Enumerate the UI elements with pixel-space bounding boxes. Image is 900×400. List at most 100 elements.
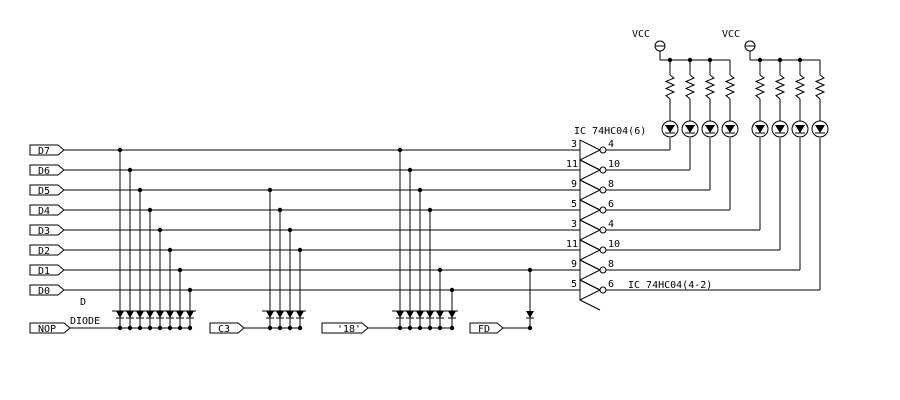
pin-in: 9 — [571, 179, 577, 190]
led-triangle — [795, 125, 805, 133]
bus-port-d5: D5 — [29, 184, 65, 197]
diode-ref-label: D — [80, 297, 86, 308]
inverter-gate — [579, 159, 602, 181]
bus-port-label: D7 — [38, 146, 50, 157]
pin-in: 3 — [571, 139, 577, 150]
diode-symbol — [426, 311, 434, 318]
diode-symbol — [116, 311, 124, 318]
resistor-icon — [774, 74, 786, 100]
resistor-icon — [704, 74, 716, 100]
resistor-icon — [684, 74, 696, 100]
resistor-icon — [724, 74, 736, 100]
bus-port-label: D1 — [38, 266, 50, 277]
inverter-gate — [579, 279, 602, 301]
diode-symbol — [396, 311, 404, 318]
diode-symbol — [176, 311, 184, 318]
diode-symbol — [286, 311, 294, 318]
inverter-gate — [579, 139, 602, 161]
pin-in: 11 — [566, 159, 578, 170]
diode-symbol — [266, 311, 274, 318]
inverter-bubble — [599, 206, 607, 214]
pin-out: 10 — [608, 159, 620, 170]
led-triangle — [815, 125, 825, 133]
inverter-gate — [579, 239, 602, 261]
bus-port-label: D2 — [38, 246, 50, 257]
bus-port-d4: D4 — [29, 204, 65, 217]
bus-port-d7: D7 — [29, 144, 65, 157]
pin-numbers: 3 4 11 10 9 8 5 6 3 4 11 10 9 8 5 6 — [566, 139, 620, 290]
bus-lines — [64, 149, 580, 291]
pin-in: 9 — [571, 259, 577, 270]
led-triangle — [705, 125, 715, 133]
inverter-gate — [579, 179, 602, 201]
bus-port-label: D6 — [38, 166, 50, 177]
bus-port-d6: D6 — [29, 164, 65, 177]
vcc-label: VCC — [632, 29, 650, 40]
control-port-fd: FD — [469, 322, 504, 335]
pin-out: 10 — [608, 239, 620, 250]
junction-dot — [777, 57, 783, 63]
diode-symbol — [126, 311, 134, 318]
pin-out: 4 — [608, 139, 614, 150]
diode-matrix — [70, 147, 534, 331]
control-port-nop: NOP — [29, 322, 71, 335]
led-triangle — [755, 125, 765, 133]
inverter-gate — [579, 199, 602, 221]
bus-port-d1: D1 — [29, 264, 65, 277]
pin-in: 5 — [571, 199, 577, 210]
bus-port-d3: D3 — [29, 224, 65, 237]
control-ports: NOP C3 '18' FD — [29, 322, 504, 335]
resistor-icon — [754, 74, 766, 100]
bus-port-label: D5 — [38, 186, 50, 197]
control-port-c3: C3 — [209, 322, 245, 335]
pin-out: 4 — [608, 219, 614, 230]
bus-port-label: D3 — [38, 226, 50, 237]
inverter-bubble — [599, 186, 607, 194]
diode-name-label: DIODE — [70, 316, 100, 327]
inverter-bubble — [599, 246, 607, 254]
diode-symbol — [146, 311, 154, 318]
pin-out: 6 — [608, 279, 614, 290]
diode-symbol — [406, 311, 414, 318]
resistor-icon — [664, 74, 676, 100]
pin-out: 8 — [608, 179, 614, 190]
inverter-bubble — [599, 146, 607, 154]
diode-symbol — [166, 311, 174, 318]
control-port-label: NOP — [38, 324, 56, 335]
inverter-bubble — [599, 166, 607, 174]
diode-symbol — [526, 311, 534, 318]
bus-port-label: D4 — [38, 206, 50, 217]
inverter-bubble — [599, 266, 607, 274]
pin-out: 8 — [608, 259, 614, 270]
control-port-label: C3 — [218, 324, 230, 335]
bus-port-label: D0 — [38, 286, 50, 297]
diode-symbol — [136, 311, 144, 318]
inverter-gate — [579, 219, 602, 241]
led-array — [654, 40, 829, 138]
junction-dot — [797, 57, 803, 63]
ic-label-lower: IC 74HC04(4-2) — [628, 280, 712, 291]
junction-dot — [667, 57, 673, 63]
led-triangle — [725, 125, 735, 133]
bus-port-d0: D0 — [29, 284, 65, 297]
junction-dot — [707, 57, 713, 63]
pin-in: 11 — [566, 239, 578, 250]
diode-symbol — [296, 311, 304, 318]
pin-in: 3 — [571, 219, 577, 230]
diode-symbol — [156, 311, 164, 318]
diode-symbol — [416, 311, 424, 318]
diode-symbol — [276, 311, 284, 318]
led-triangle — [775, 125, 785, 133]
inverter-link — [579, 299, 601, 311]
diode-symbol — [448, 311, 456, 318]
inverter-bubble — [599, 286, 607, 294]
pin-in: 5 — [571, 279, 577, 290]
led-triangle — [665, 125, 675, 133]
diode-symbol — [186, 311, 194, 318]
vcc-label: VCC — [722, 29, 740, 40]
diode-symbol — [436, 311, 444, 318]
resistor-icon — [794, 74, 806, 100]
led-triangle — [685, 125, 695, 133]
ic-label-upper: IC 74HC04(6) — [574, 126, 646, 137]
